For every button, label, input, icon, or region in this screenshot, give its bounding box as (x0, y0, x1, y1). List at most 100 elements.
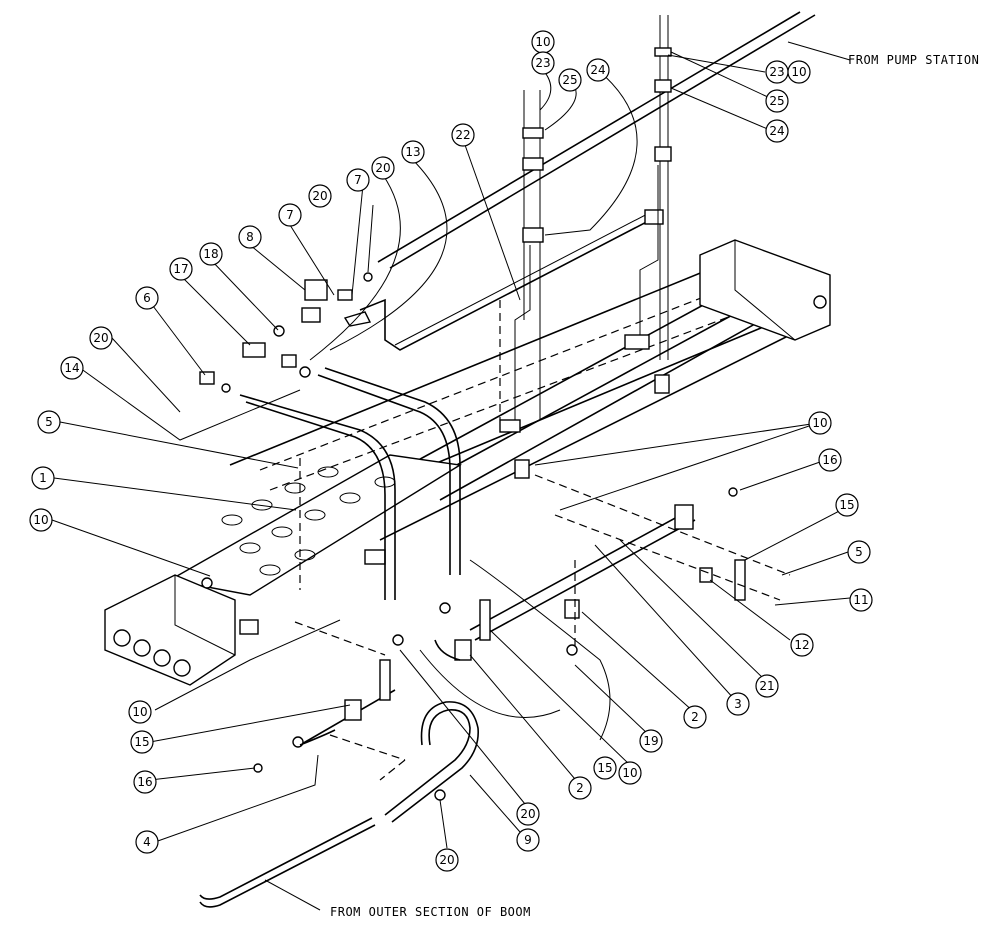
callout-14: 14 (60, 356, 84, 380)
callout-balloons: 10 23 25 24 22 13 20 7 20 7 8 18 17 6 20… (29, 30, 873, 872)
svg-text:20: 20 (439, 853, 454, 867)
svg-text:16: 16 (822, 453, 837, 467)
svg-text:24: 24 (769, 124, 784, 138)
callout-10-right: 10 (808, 411, 832, 435)
callout-10-right-top: 10 (787, 60, 811, 84)
callout-13: 13 (401, 140, 425, 164)
svg-text:20: 20 (375, 161, 390, 175)
callout-1: 1 (31, 466, 55, 490)
callout-25-top: 25 (558, 68, 582, 92)
callout-24-top: 24 (586, 58, 610, 82)
svg-text:1: 1 (39, 471, 47, 485)
left-clamp-stack (514, 90, 544, 420)
callout-3: 3 (726, 692, 750, 716)
callout-4: 4 (135, 830, 159, 854)
right-clamp-stack (639, 47, 672, 345)
callout-10-left: 10 (29, 508, 53, 532)
svg-text:21: 21 (759, 679, 774, 693)
callout-19: 19 (639, 729, 663, 753)
callout-24-right: 24 (765, 119, 789, 143)
svg-text:2: 2 (691, 710, 699, 724)
svg-text:7: 7 (354, 173, 362, 187)
callout-16-left: 16 (133, 770, 157, 794)
svg-text:6: 6 (143, 291, 151, 305)
svg-text:16: 16 (137, 775, 152, 789)
callout-20-c: 20 (89, 326, 113, 350)
callout-20-a: 20 (371, 156, 395, 180)
callout-21: 21 (755, 674, 779, 698)
callout-17: 17 (169, 257, 193, 281)
callout-10-left-bottom: 10 (128, 700, 152, 724)
svg-text:15: 15 (597, 761, 612, 775)
svg-text:7: 7 (286, 208, 294, 222)
callout-20-d: 20 (516, 802, 540, 826)
callout-6: 6 (135, 286, 159, 310)
svg-text:25: 25 (562, 73, 577, 87)
outer-hoses (199, 559, 611, 908)
callout-2-right: 2 (683, 705, 707, 729)
callout-2-bottom: 2 (568, 776, 592, 800)
svg-text:8: 8 (246, 230, 254, 244)
svg-text:23: 23 (769, 65, 784, 79)
callout-5-left: 5 (37, 410, 61, 434)
svg-text:5: 5 (855, 545, 863, 559)
label-from-outer-section: FROM OUTER SECTION OF BOOM (330, 905, 531, 919)
svg-text:25: 25 (769, 94, 784, 108)
callout-25-right: 25 (765, 89, 789, 113)
callout-7-a: 7 (346, 168, 370, 192)
callout-23-right: 23 (765, 60, 789, 84)
svg-text:19: 19 (643, 734, 658, 748)
center-lines (294, 300, 791, 781)
svg-text:9: 9 (524, 833, 532, 847)
callout-10-bottom: 10 (618, 761, 642, 785)
svg-text:23: 23 (535, 56, 550, 70)
svg-text:10: 10 (33, 513, 48, 527)
leader-lines (51, 41, 851, 911)
svg-text:14: 14 (64, 361, 79, 375)
curved-tubes (239, 367, 461, 600)
svg-text:10: 10 (812, 416, 827, 430)
callout-16-right: 16 (818, 448, 842, 472)
svg-text:5: 5 (45, 415, 53, 429)
svg-text:20: 20 (312, 189, 327, 203)
callout-11: 11 (849, 588, 873, 612)
callout-23-top-left: 23 (531, 51, 555, 75)
callout-20-e: 20 (435, 848, 459, 872)
callout-18: 18 (199, 242, 223, 266)
boom-frame (104, 239, 831, 686)
svg-text:17: 17 (173, 262, 188, 276)
svg-text:24: 24 (590, 63, 605, 77)
callout-20-b: 20 (308, 184, 332, 208)
callout-12: 12 (790, 633, 814, 657)
svg-text:10: 10 (791, 65, 806, 79)
svg-text:4: 4 (143, 835, 151, 849)
callout-15-right: 15 (835, 493, 859, 517)
callout-8: 8 (238, 225, 262, 249)
svg-text:13: 13 (405, 145, 420, 159)
callout-7-b: 7 (278, 203, 302, 227)
svg-text:22: 22 (455, 128, 470, 142)
callout-5-right: 5 (847, 540, 871, 564)
svg-text:20: 20 (93, 331, 108, 345)
svg-text:20: 20 (520, 807, 535, 821)
svg-text:15: 15 (839, 498, 854, 512)
svg-text:18: 18 (203, 247, 218, 261)
svg-text:10: 10 (622, 766, 637, 780)
svg-text:15: 15 (134, 735, 149, 749)
svg-text:11: 11 (853, 593, 868, 607)
svg-text:2: 2 (576, 781, 584, 795)
callout-15-bottom: 15 (593, 756, 617, 780)
label-from-pump-station: FROM PUMP STATION (848, 53, 979, 67)
svg-text:12: 12 (794, 638, 809, 652)
svg-text:10: 10 (132, 705, 147, 719)
fitting-chain (199, 272, 373, 393)
callout-9: 9 (516, 828, 540, 852)
pump-supply-lines (359, 11, 816, 360)
svg-text:10: 10 (535, 35, 550, 49)
svg-text:3: 3 (734, 697, 742, 711)
callout-10-top-left: 10 (531, 30, 555, 54)
callout-22: 22 (451, 123, 475, 147)
callout-15-left: 15 (130, 730, 154, 754)
